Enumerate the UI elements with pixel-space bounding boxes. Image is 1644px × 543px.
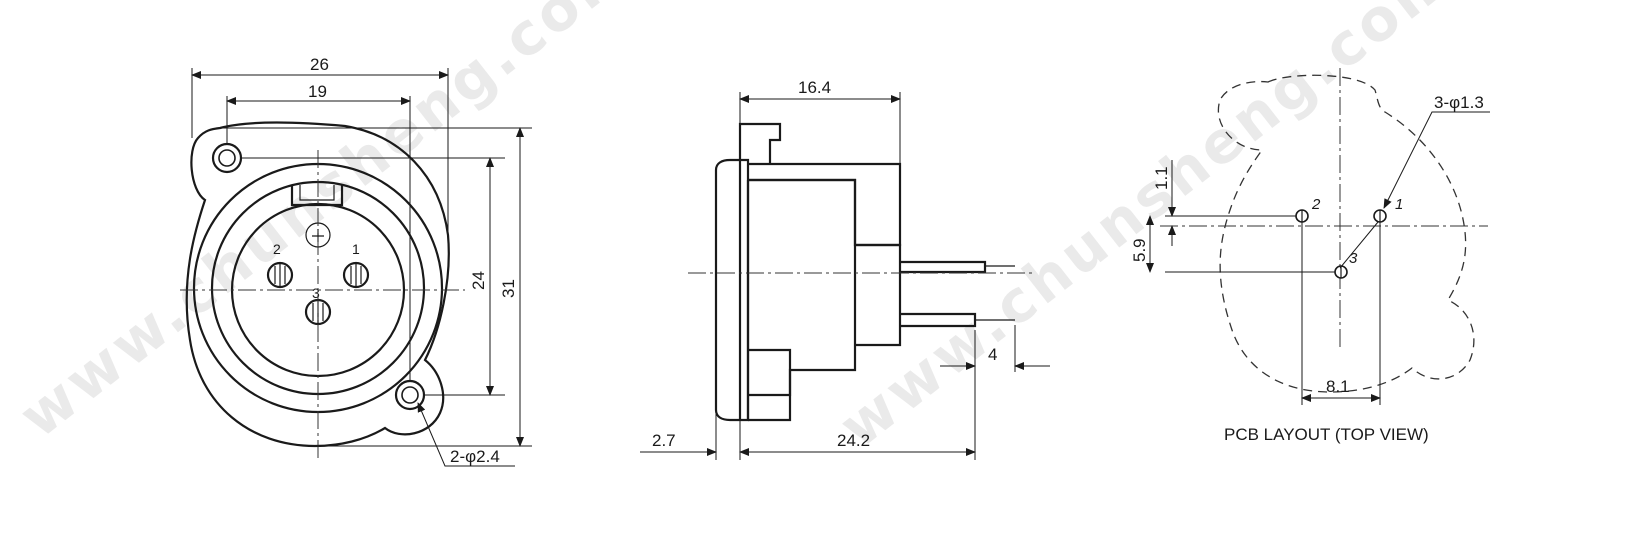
- dim-pcb-vertical-2: 5.9: [1130, 238, 1149, 262]
- front-view: 2 1 3 26 19 24 31 2-φ2.4: [180, 55, 532, 467]
- dim-pcb-horizontal: 8.1: [1326, 377, 1350, 396]
- pcb-layout-title: PCB LAYOUT (TOP VIEW): [1224, 425, 1429, 444]
- side-pin-upper: [900, 260, 987, 274]
- watermark-group: www.chunsheng.com www.chunsheng.com: [7, 0, 1468, 461]
- front-latch-inner: [299, 185, 335, 201]
- dim-overall-height: 31: [499, 279, 518, 298]
- front-latch: [290, 185, 344, 207]
- side-view: 16.4 4 2.7 24.2: [640, 78, 1050, 460]
- side-body: [748, 162, 902, 247]
- dim-total-depth: 24.2: [837, 431, 870, 450]
- pcb-outline: [1217, 74, 1475, 393]
- front-mount-hole-bottom-inner: [401, 386, 419, 404]
- dim-mount-holes: 2-φ2.4: [450, 447, 500, 466]
- pcb-pin-1-label: 1: [1395, 196, 1403, 213]
- dim-pin-length: 4: [988, 345, 997, 364]
- front-pin-1: [342, 261, 370, 289]
- side-top-latch: [738, 122, 782, 164]
- side-flange: [714, 158, 750, 422]
- dim-inner-width: 19: [308, 82, 327, 101]
- front-pin-3-label: 3: [312, 285, 320, 301]
- front-pin-2: [266, 261, 294, 289]
- dim-overall-width: 26: [310, 55, 329, 74]
- front-mount-hole-top-inner: [218, 149, 236, 167]
- front-flange-outline: [185, 121, 450, 448]
- pcb-layout: 2 1 3 1.1 5.9 8.1 3-φ1.3 PCB LAYOUT (TOP…: [1130, 68, 1490, 444]
- dim-pcb-vertical-1: 1.1: [1152, 166, 1171, 190]
- side-bottom-latch: [748, 348, 792, 422]
- front-pin-1-label: 1: [352, 241, 360, 257]
- front-pin-2-label: 2: [273, 241, 281, 257]
- dim-flange: 2.7: [652, 431, 676, 450]
- dim-body-depth: 16.4: [798, 78, 831, 97]
- dim-mount-height: 24: [469, 271, 488, 290]
- pcb-pin-2-label: 2: [1311, 196, 1321, 213]
- dim-pcb-hole-size: 3-φ1.3: [1434, 93, 1484, 112]
- side-body-main: [748, 178, 857, 397]
- pcb-pin-3-label: 3: [1349, 250, 1358, 267]
